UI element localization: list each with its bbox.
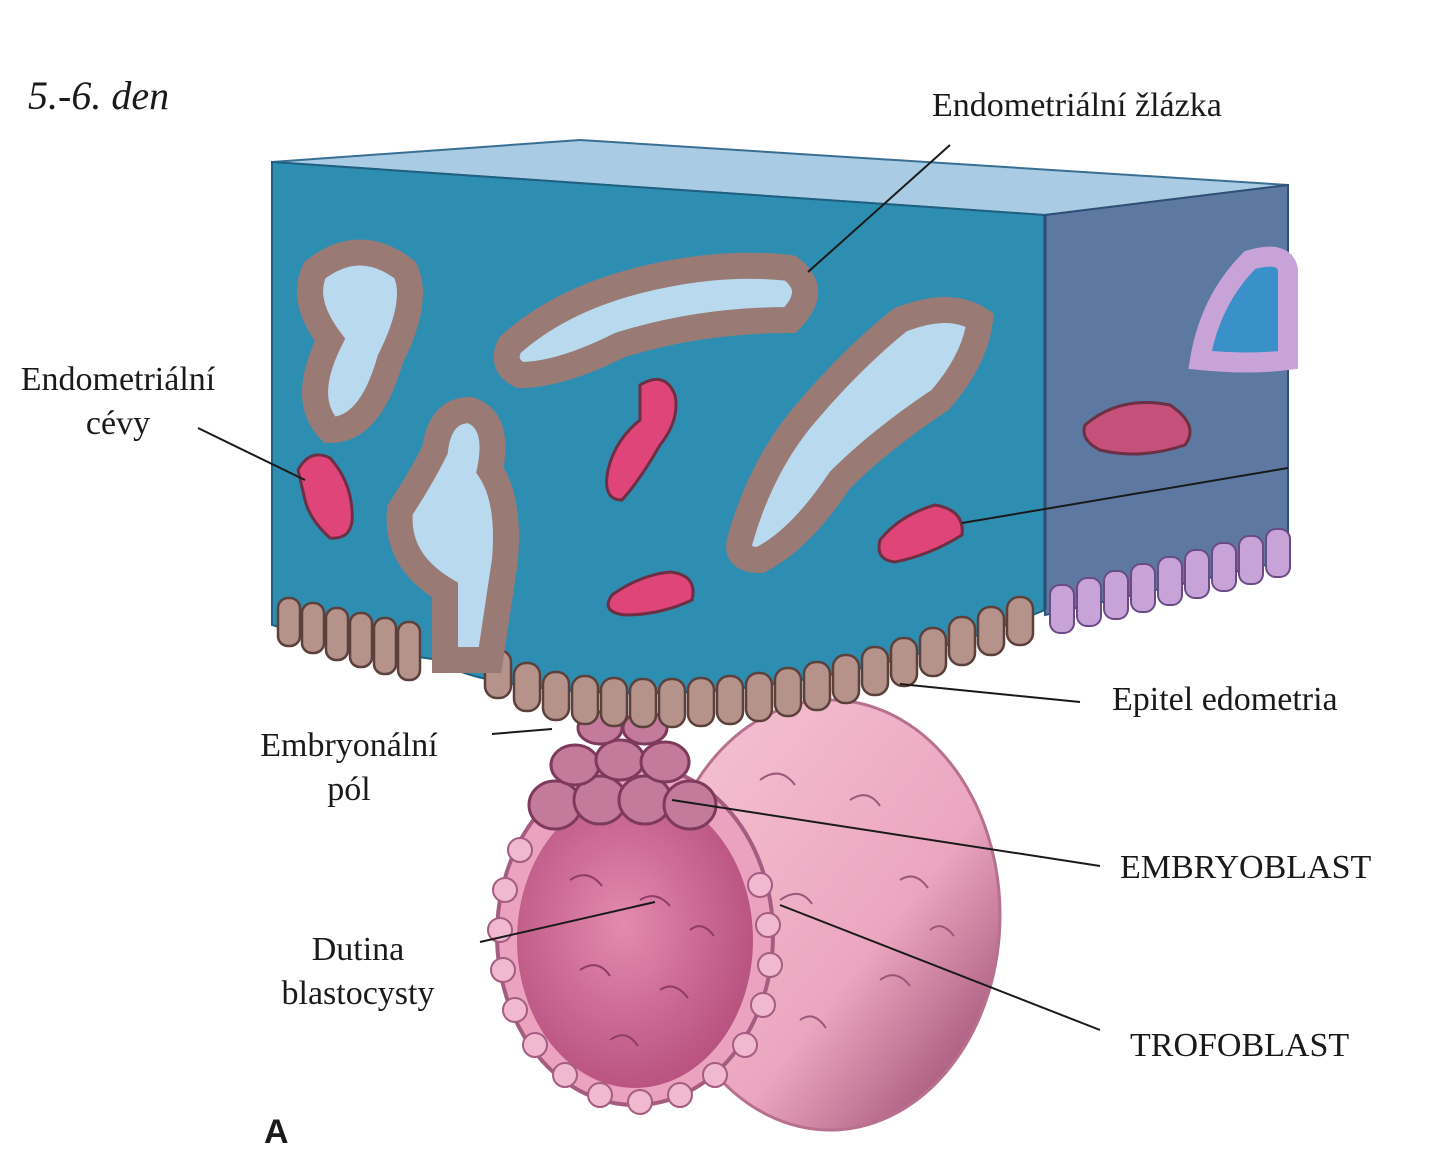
panel-letter: A	[264, 1113, 289, 1151]
leader-lines	[197, 144, 1289, 1031]
label-embryonic-pole: Embryonální pól	[236, 724, 462, 812]
label-embryonic-pole-line2: pól	[327, 771, 371, 808]
side-epithelium	[1049, 528, 1291, 634]
label-embryonic-pole-line1: Embryonální	[260, 727, 438, 764]
label-cavity-line2: blastocysty	[281, 975, 435, 1012]
label-vessels-line1: Endometriální	[20, 361, 216, 398]
blastocyst-cavity	[517, 792, 753, 1088]
blastocyst	[487, 698, 1002, 1132]
endometrial-glands	[297, 239, 1298, 673]
gland-1	[297, 239, 423, 444]
label-embryoblast: EMBRYOBLAST	[1120, 849, 1372, 886]
gland-3	[726, 297, 994, 574]
gland-side	[1188, 246, 1298, 373]
cavity-texture	[569, 874, 715, 1047]
vessel-4	[877, 503, 964, 564]
label-endometrial-vessels: Endometriální cévy	[0, 358, 236, 446]
label-endometrial-gland: Endometriální žlázka	[932, 87, 1222, 124]
vessel-3	[606, 570, 695, 617]
endometrial-vessels	[296, 377, 1192, 617]
stage-label: 5.-6. den	[28, 73, 170, 118]
trophoblast-cells	[487, 837, 783, 1115]
label-cavity-line1: Dutina	[311, 931, 405, 968]
label-epithelium: Epitel edometria	[1112, 681, 1338, 718]
vessel-1	[296, 453, 354, 540]
embryoblast-cells	[527, 710, 718, 831]
blastocyst-texture	[759, 772, 955, 1029]
label-trophoblast: TROFOBLAST	[1130, 1027, 1350, 1064]
label-vessels-line2: cévy	[85, 405, 151, 442]
vessel-side	[1082, 401, 1192, 456]
label-blastocyst-cavity: Dutina blastocysty	[260, 928, 456, 1016]
vessel-2	[605, 377, 678, 502]
gland-4	[386, 396, 519, 673]
gland-2	[493, 252, 818, 389]
